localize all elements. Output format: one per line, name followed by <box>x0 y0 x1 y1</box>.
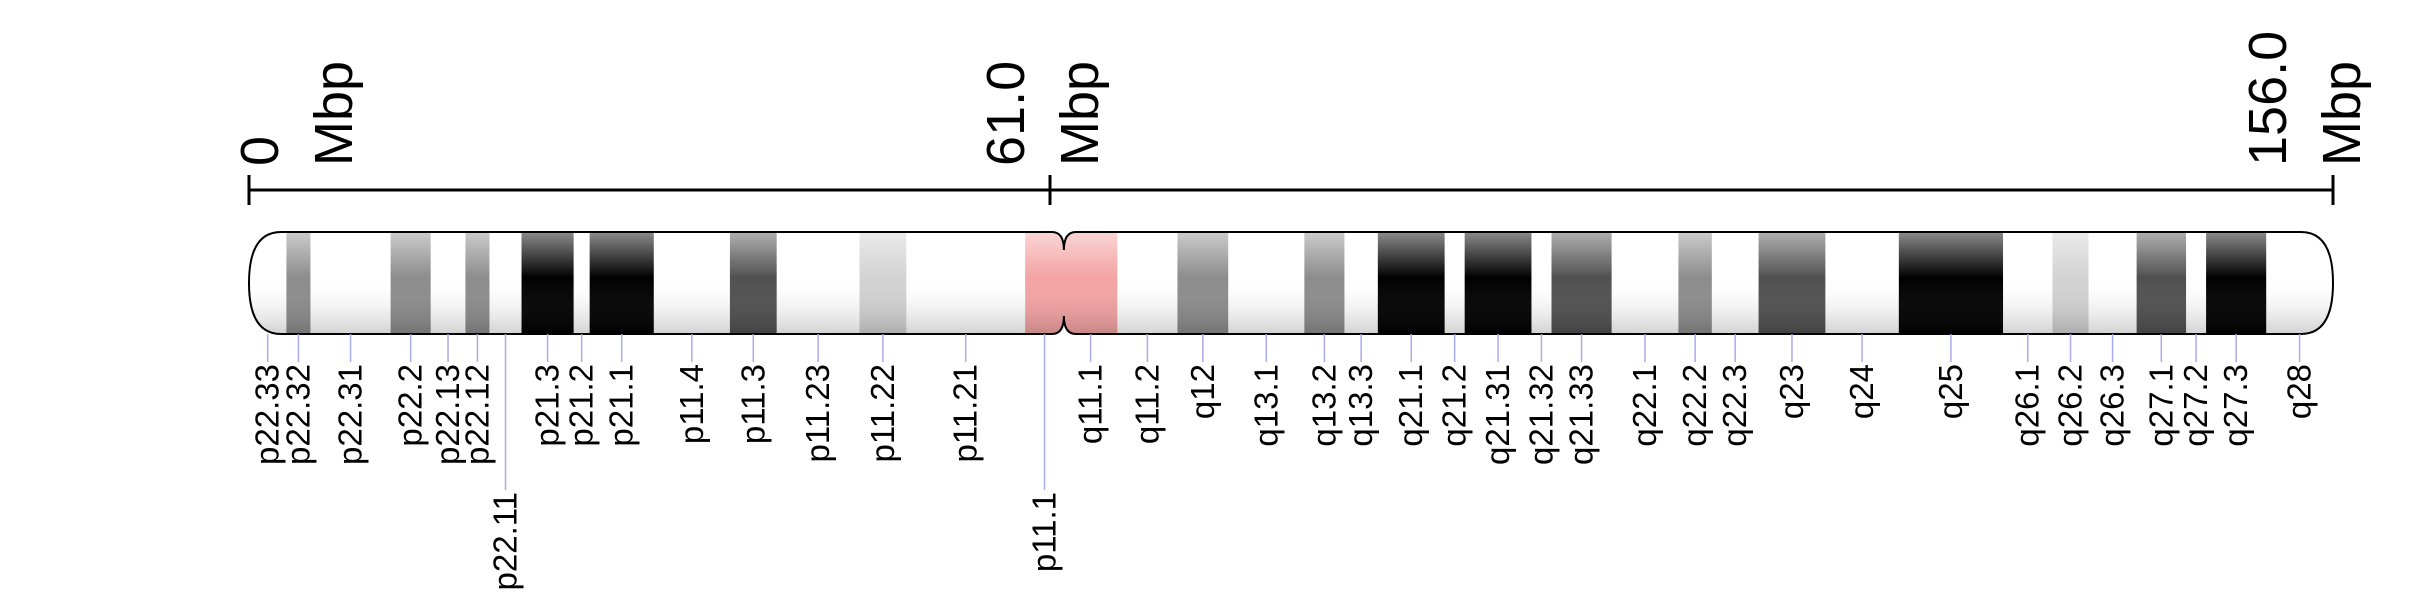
scale-end-value: 156.0 <box>2238 31 2298 166</box>
band-label-p22-2: p22.2 <box>392 364 429 447</box>
band-label-q21-33: q21.33 <box>1563 364 1600 465</box>
band-label-q26-1: q26.1 <box>2009 364 2046 447</box>
band-label-q21-31: q21.31 <box>1479 364 1516 465</box>
scale-bar: 0 Mbp 61.0 Mbp 156.0 Mbp <box>230 31 2372 205</box>
band-label-q24: q24 <box>1843 364 1880 419</box>
band-label-p22-31: p22.31 <box>332 364 369 465</box>
band-label-q27-1: q27.1 <box>2142 364 2179 447</box>
scale-end-unit: Mbp <box>2312 61 2372 166</box>
band-label-p11-4: p11.4 <box>673 364 710 444</box>
band-label-q22-3: q22.3 <box>1716 364 1753 447</box>
band-label-p22-11: p22.11 <box>486 492 523 590</box>
band-label-q22-2: q22.2 <box>1676 364 1713 447</box>
band-label-q22-1: q22.1 <box>1626 364 1663 447</box>
band-label-q27-2: q27.2 <box>2177 364 2214 447</box>
chromosome-outline <box>247 231 2335 335</box>
scale-start-value: 0 <box>230 136 290 166</box>
band-label-q21-1: q21.1 <box>1392 364 1429 447</box>
scale-centromere-unit: Mbp <box>1050 61 1110 166</box>
band-label-q21-2: q21.2 <box>1436 364 1473 447</box>
band-label-q13-1: q13.1 <box>1247 364 1284 447</box>
band-label-p21-2: p21.2 <box>563 364 600 447</box>
band-label-q26-3: q26.3 <box>2094 364 2131 447</box>
band-label-q11-1: q11.1 <box>1072 364 1109 444</box>
band-label-p11-23: p11.23 <box>799 364 836 462</box>
band-label-q21-32: q21.32 <box>1522 364 1559 465</box>
band-label-q11-2: q11.2 <box>1128 364 1165 444</box>
band-label-q28: q28 <box>2281 364 2318 419</box>
band-label-p11-3: p11.3 <box>734 364 771 444</box>
band-label-q26-2: q26.2 <box>2051 364 2088 447</box>
band-label-q25: q25 <box>1932 364 1969 419</box>
band-label-q12: q12 <box>1184 364 1221 419</box>
band-label-p22-32: p22.32 <box>279 364 316 465</box>
band-label-p22-12: p22.12 <box>458 364 495 465</box>
band-label-p11-1: p11.1 <box>1026 492 1063 572</box>
band-label-q13-3: q13.3 <box>1342 364 1379 447</box>
band-label-p21-1: p21.1 <box>603 364 640 447</box>
band-label-p22-33: p22.33 <box>249 364 286 465</box>
band-label-q23: q23 <box>1773 364 1810 419</box>
scale-centromere-value: 61.0 <box>976 61 1036 166</box>
scale-start-unit: Mbp <box>304 61 364 166</box>
band-label-q27-3: q27.3 <box>2217 364 2254 447</box>
band-label-q13-2: q13.2 <box>1305 364 1342 447</box>
band-label-p11-22: p11.22 <box>864 364 901 462</box>
chromosome-shading <box>249 232 2333 334</box>
band-label-p11-21: p11.21 <box>947 364 984 462</box>
band-label-p22-13: p22.13 <box>429 364 466 465</box>
band-label-p21-3: p21.3 <box>529 364 566 447</box>
